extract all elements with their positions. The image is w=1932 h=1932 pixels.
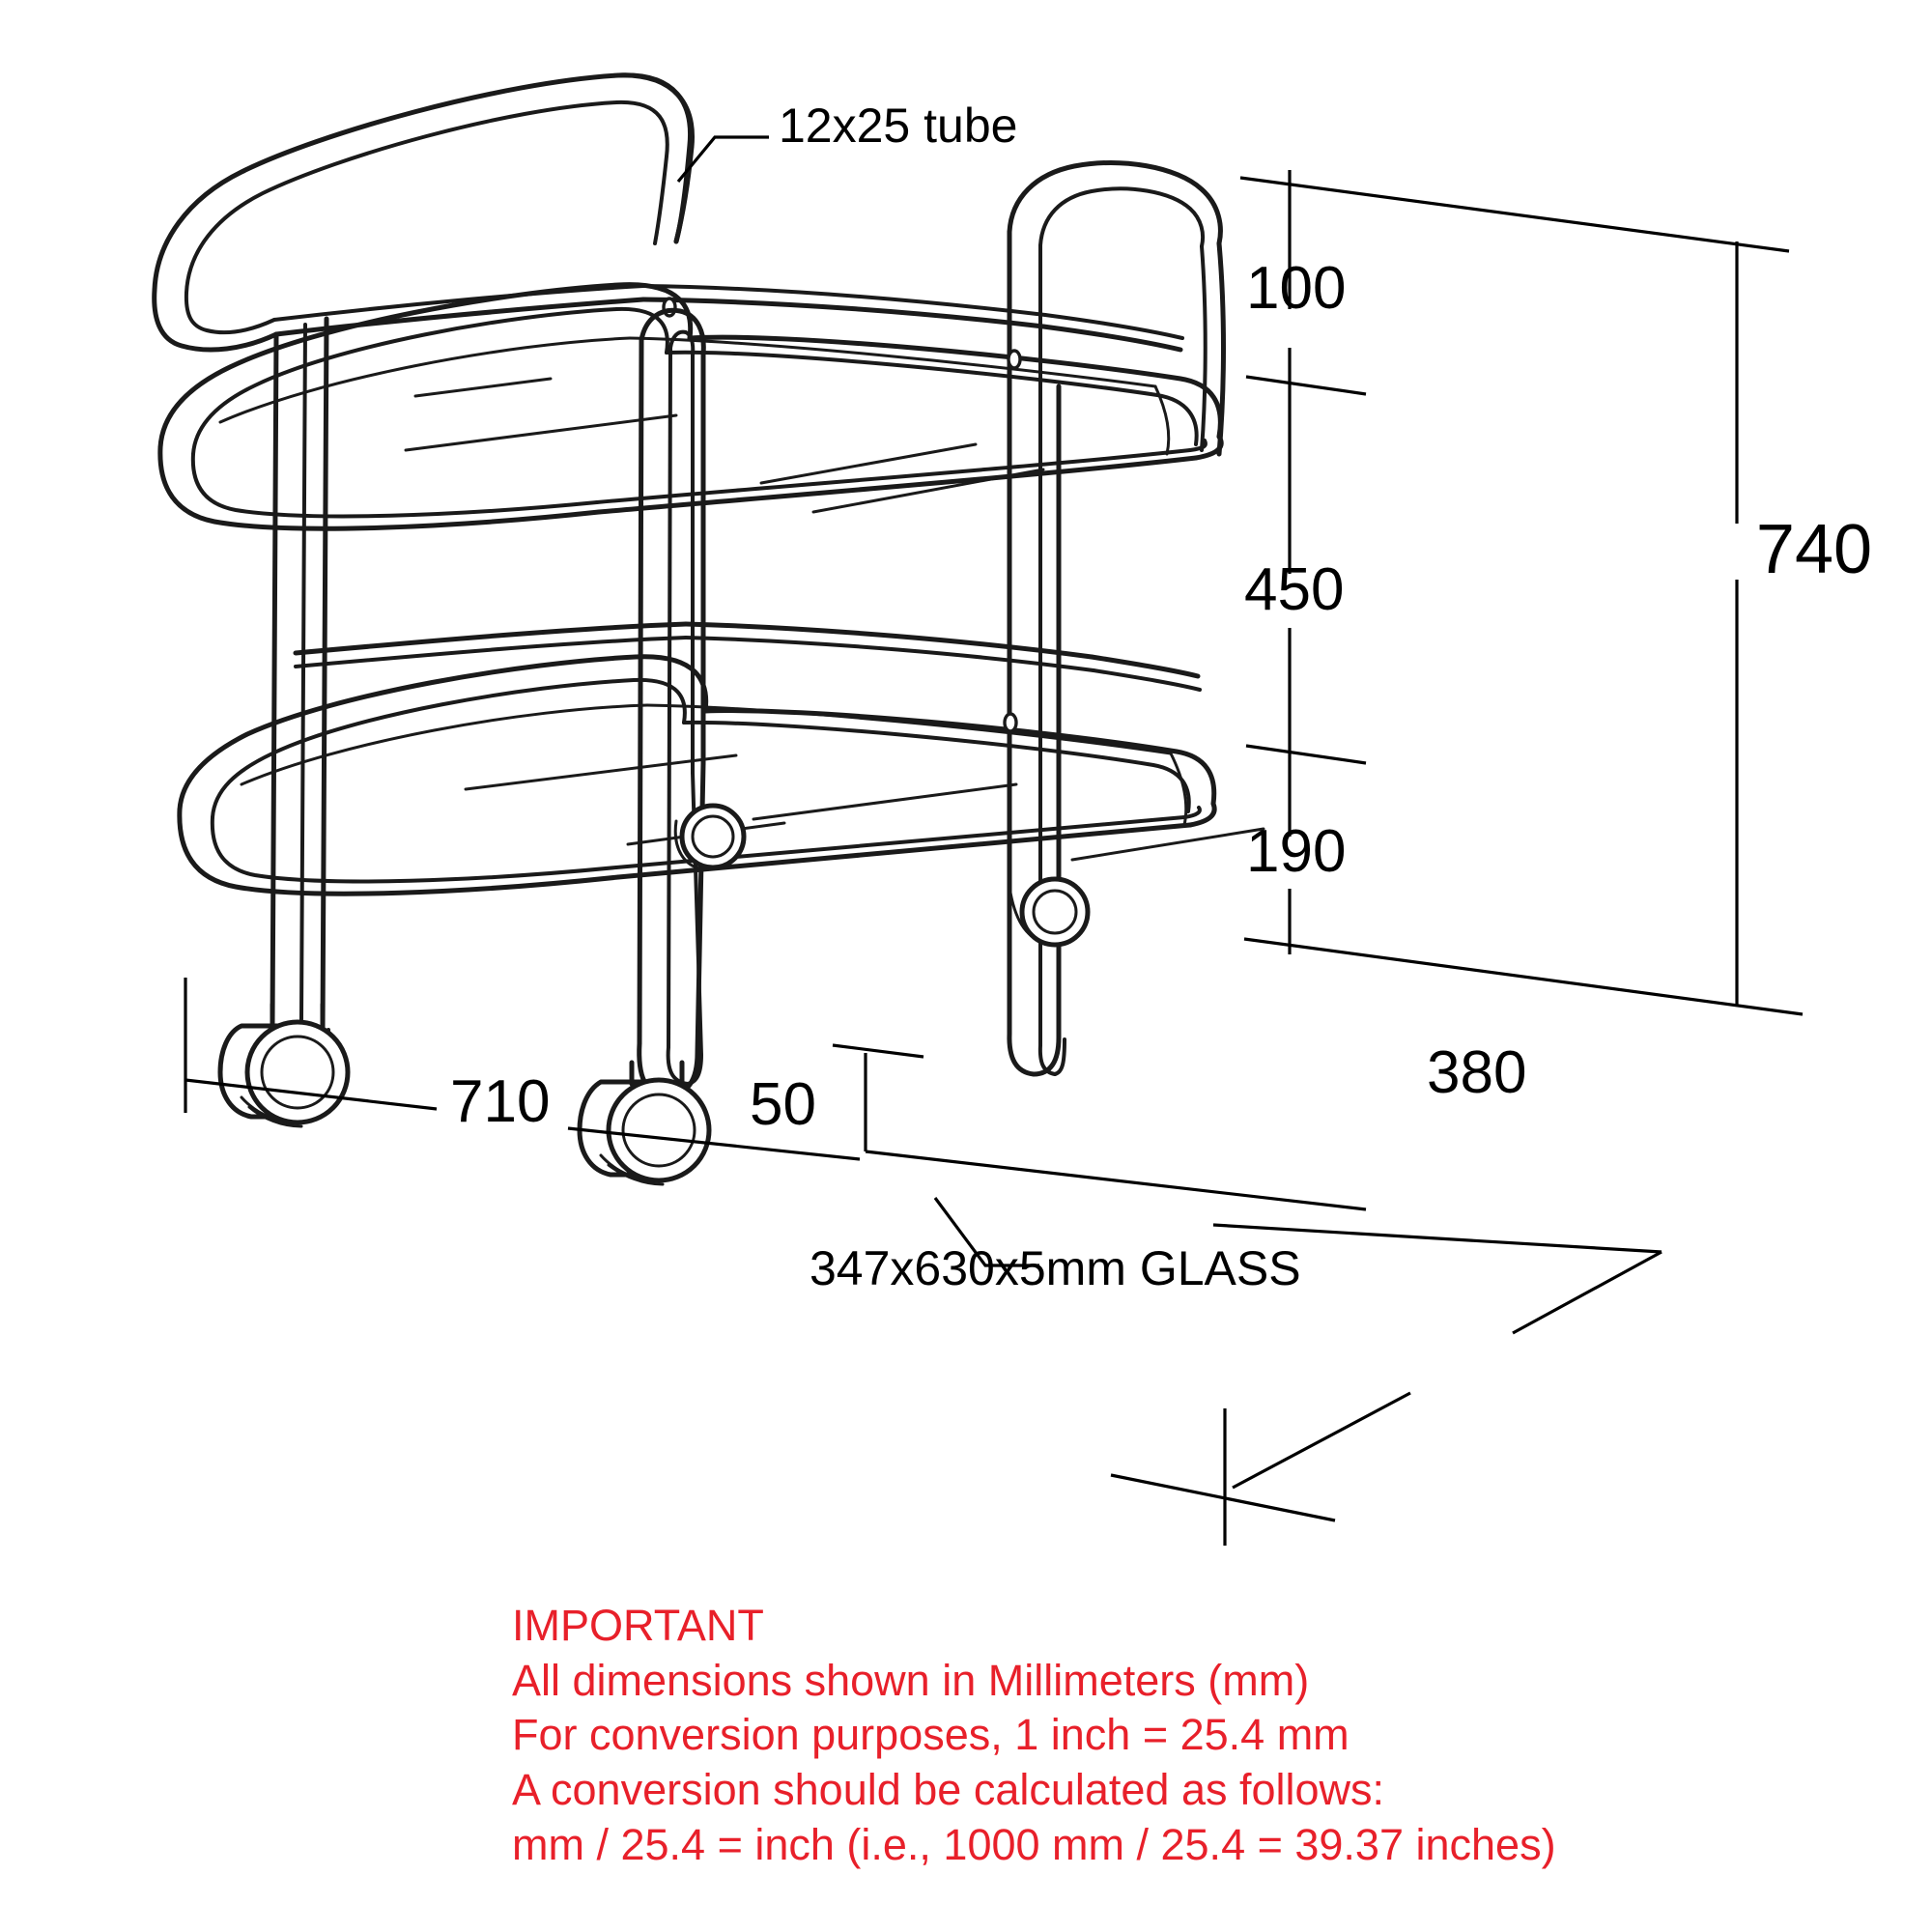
notes-line-4: mm / 25.4 = inch (i.e., 1000 mm / 25.4 =…	[512, 1819, 1556, 1869]
horizontal-dimension-lines	[184, 978, 1662, 1546]
caster-wheel-rear-center	[673, 803, 747, 871]
upper-front-cross-rail	[272, 284, 1184, 370]
caster-wheel-left-front	[217, 1002, 351, 1128]
dimension-caster-height: 50	[750, 1071, 816, 1138]
upper-glass-shelf	[218, 336, 1171, 514]
dimension-height-overall: 740	[1755, 511, 1873, 588]
leader-lines	[676, 135, 1039, 1267]
callout-tube-label: 12x25 tube	[779, 99, 1018, 153]
callout-glass-label: 347x630x5mm GLASS	[810, 1241, 1301, 1295]
lower-cross-rail	[293, 621, 1202, 733]
dimension-height-upper-shelf: 450	[1244, 556, 1345, 623]
important-notes-block: IMPORTANT All dimensions shown in Millim…	[512, 1599, 1556, 1872]
vertical-dimension-stack	[1239, 170, 1804, 1016]
caster-wheel-rear-right	[1009, 876, 1091, 948]
left-rear-post	[270, 316, 330, 1071]
dimension-depth-overall: 380	[1427, 1039, 1527, 1106]
caster-wheel-center-front	[577, 1060, 712, 1186]
notes-line-1: All dimensions shown in Millimeters (mm)	[512, 1655, 1310, 1705]
notes-line-3: A conversion should be calculated as fol…	[512, 1765, 1385, 1815]
front-center-post	[637, 307, 706, 1098]
upper-shelf-rail	[157, 282, 1224, 531]
notes-heading: IMPORTANT	[512, 1601, 764, 1650]
notes-line-2: For conversion purposes, 1 inch = 25.4 m…	[512, 1710, 1350, 1760]
lower-glass-shelf	[240, 703, 1265, 862]
dimension-height-top-rail: 100	[1246, 255, 1347, 322]
dimension-height-lower-shelf: 190	[1246, 818, 1347, 885]
top-handle-loop	[152, 72, 695, 353]
dimension-width-overall: 710	[450, 1068, 551, 1135]
